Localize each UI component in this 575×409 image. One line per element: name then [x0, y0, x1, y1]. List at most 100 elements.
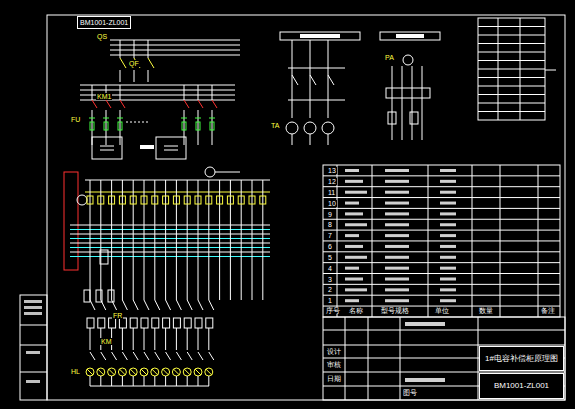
contact-symbol [130, 196, 136, 204]
cell-text [385, 256, 409, 259]
contact-symbol [310, 75, 316, 85]
wire [392, 66, 393, 140]
contact-symbol [198, 300, 203, 310]
component-tag: HL [70, 368, 81, 375]
title-block [323, 317, 565, 400]
wire [208, 180, 209, 300]
binding-strip [20, 295, 47, 400]
cell-text [440, 256, 456, 259]
contact-symbol [112, 352, 117, 360]
fuse-symbol [209, 118, 215, 119]
cell-text [385, 223, 409, 226]
component-tag: FR [112, 312, 123, 319]
wire [402, 66, 403, 140]
fuse-symbol [182, 122, 186, 130]
indicator-lamp [205, 368, 213, 376]
contact-symbol [260, 196, 266, 204]
table-line [323, 284, 560, 285]
indicator-lamp [97, 368, 105, 376]
wire [198, 180, 199, 300]
wire [288, 100, 345, 101]
wire [165, 328, 166, 350]
contact-symbol [195, 196, 201, 204]
table-line [400, 317, 401, 400]
contact-symbol [328, 75, 334, 85]
cell-text [440, 202, 456, 205]
indicator-lamp [151, 368, 159, 376]
dots [146, 122, 148, 123]
wire [241, 180, 242, 300]
contact-symbol [184, 196, 190, 204]
table-line [323, 262, 560, 263]
wire [184, 85, 185, 100]
table-cell: 设计 [326, 348, 342, 355]
cell-text [440, 299, 456, 302]
table-line [323, 295, 560, 296]
fuse-symbol [90, 122, 94, 130]
cell-text [345, 212, 363, 215]
cell-text [440, 180, 456, 183]
cell-text [385, 299, 409, 302]
contact-symbol [163, 196, 169, 204]
header [280, 32, 360, 40]
wire [198, 110, 199, 145]
busbar [110, 40, 240, 41]
fuse-symbol [410, 112, 418, 124]
table-line [478, 35, 545, 36]
cell-text [405, 322, 445, 326]
wire [215, 172, 240, 173]
wire [122, 328, 123, 350]
cell-text [440, 245, 456, 248]
node-text: BM1001-ZL001 [494, 382, 549, 390]
contactor-symbol [198, 100, 203, 108]
dots [142, 122, 144, 123]
wire [252, 180, 253, 300]
wire [148, 40, 149, 58]
capacitor-symbol [100, 150, 114, 151]
contactor-symbol [92, 100, 97, 108]
relay-coil [130, 318, 137, 328]
table-cell: 型号规格 [380, 307, 410, 314]
table-line [478, 103, 545, 104]
cell-text [440, 191, 456, 194]
wire-bundle [70, 238, 270, 239]
wire [133, 180, 134, 300]
capacitor-symbol [100, 146, 114, 147]
wire [412, 66, 413, 140]
cell-text [345, 278, 363, 281]
component-tag: TA [270, 122, 280, 129]
cell-text [385, 202, 409, 205]
table-cell: 审核 [326, 361, 342, 368]
terminal-strip [386, 88, 430, 98]
wire [288, 68, 345, 69]
busbar [110, 55, 240, 56]
wire [144, 328, 145, 350]
wire-bundle [70, 247, 270, 248]
cell-text [385, 191, 409, 194]
header-text [300, 34, 340, 38]
wire [198, 328, 199, 350]
table-cell: 4 [327, 265, 333, 272]
contact-symbol [206, 196, 212, 204]
meter-symbol [205, 167, 215, 177]
contact-symbol [227, 196, 233, 204]
component-tag: QS [96, 33, 108, 40]
cell-text [385, 288, 409, 291]
indicator-lamp [141, 369, 147, 375]
component-tag: QF [128, 60, 140, 67]
wire [176, 180, 177, 300]
wire [154, 180, 155, 300]
wire [219, 180, 220, 300]
dots [130, 122, 132, 123]
component-tag: PA [384, 54, 395, 61]
table-line [323, 240, 560, 241]
indicator-lamp [206, 369, 212, 375]
wire [120, 110, 121, 145]
strip-text [26, 380, 40, 383]
relay-coil [173, 318, 180, 328]
fuse-symbol [89, 118, 95, 119]
indicator-lamp [129, 368, 137, 376]
table-line [478, 94, 545, 95]
table-line [478, 69, 545, 70]
table-cell: 名称 [348, 307, 364, 314]
